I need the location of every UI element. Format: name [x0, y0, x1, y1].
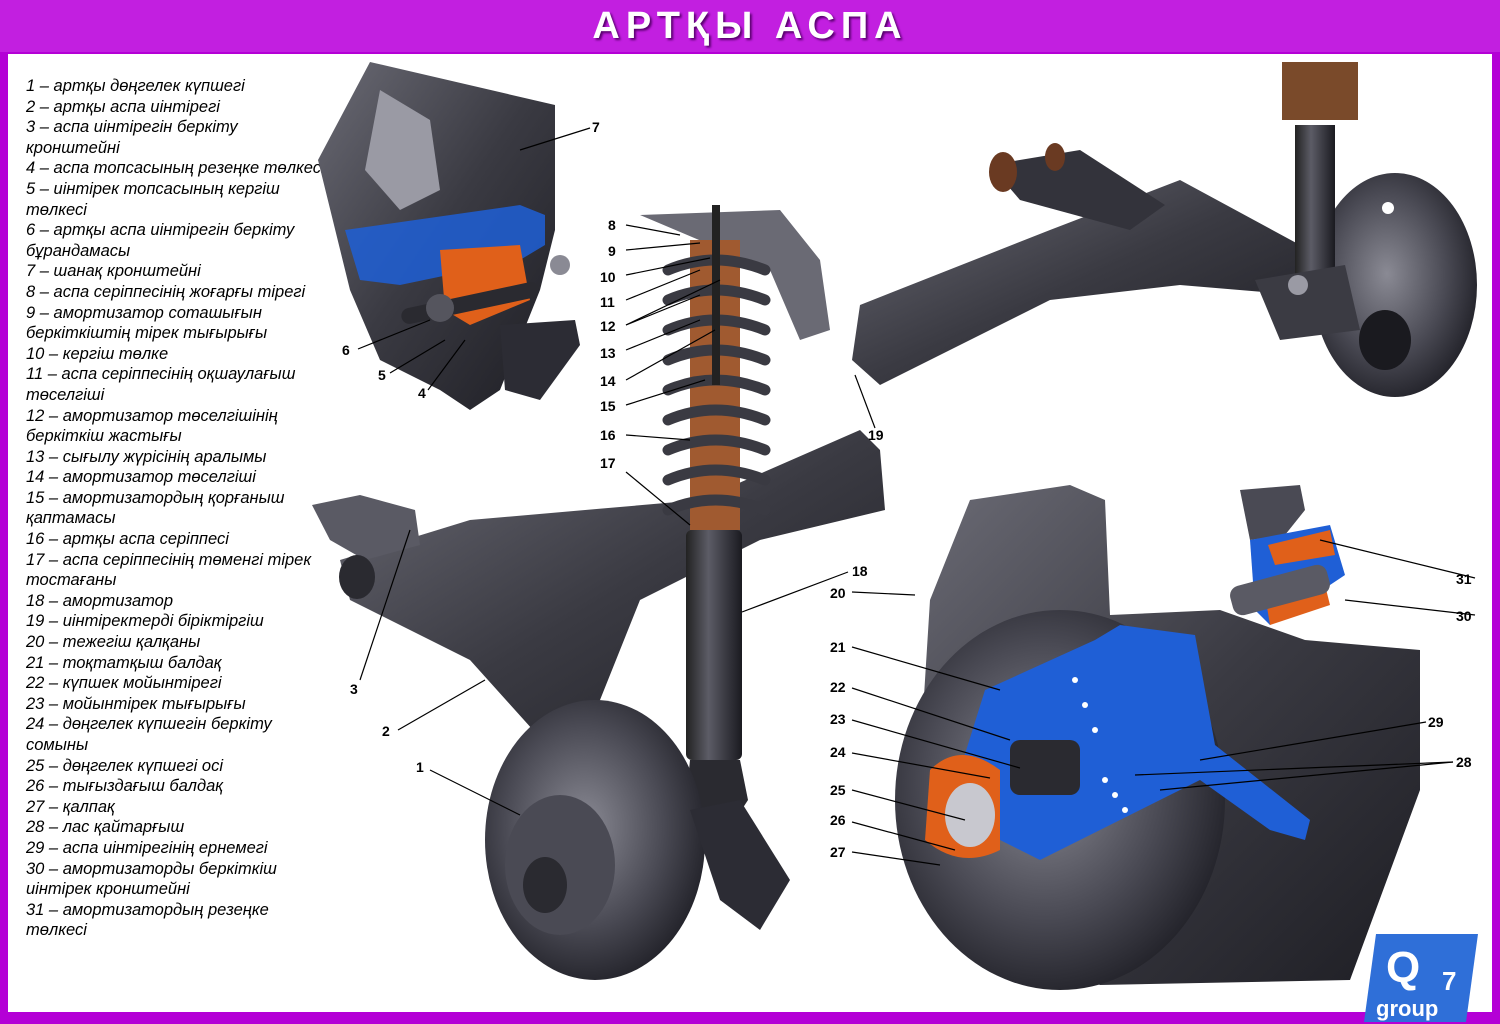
- callout-22: 22: [830, 679, 846, 695]
- callout-9: 9: [608, 243, 616, 259]
- legend-item-8: 8 – аспа серіппесінің жоғарғы тірегі: [26, 282, 306, 301]
- bracket-detail-inset: [318, 62, 580, 410]
- callout-14: 14: [600, 373, 616, 389]
- logo-group: group: [1376, 996, 1438, 1021]
- callout-6: 6: [342, 342, 350, 358]
- main-suspension-assembly: [312, 205, 885, 980]
- suspension-illustration: 7 6 5 4 8 9 10 11 12 13 14 15 16 17 18 1…: [312, 62, 1477, 990]
- callout-29: 29: [1428, 714, 1444, 730]
- title-bar: АРТҚЫ АСПА: [0, 0, 1500, 52]
- callout-23: 23: [830, 711, 846, 727]
- callout-21: 21: [830, 639, 846, 655]
- legend-item-19: 19 – иінтіректерді біріктіргіш: [26, 612, 264, 631]
- logo-7: 7: [1442, 966, 1456, 996]
- legend-item-4: 4 – аспа топсасының резеңке төлкесі: [26, 159, 325, 178]
- legend-item-9: 9 – амортизатор соташығын беркіткіштің т…: [26, 303, 268, 343]
- legend-item-26: 26 – тығыздағыш балдақ: [26, 777, 224, 796]
- legend-item-20: 20 – тежегіш қалқаны: [26, 633, 201, 652]
- page-title: АРТҚЫ АСПА: [592, 4, 908, 47]
- hub-cutaway-section: [895, 485, 1420, 990]
- legend-item-14: 14 – амортизатор төселгіші: [26, 468, 256, 487]
- legend-item-6: 6 – артқы аспа иінтірегін беркіту бұранд…: [26, 221, 295, 260]
- legend-item-24: 24 – дөңгелек күпшегін беркіту сомыны: [26, 715, 272, 754]
- callout-19: 19: [868, 427, 884, 443]
- legend-item-1: 1 – артқы дөңгелек күпшегі: [26, 77, 245, 95]
- legend-item-16: 16 – артқы аспа серіппесі: [26, 530, 229, 549]
- diagram-panel: 1 – артқы дөңгелек күпшегі 2 – артқы аспа…: [8, 54, 1492, 1022]
- legend-item-31: 31 – амортизатордың резеңке төлкесі: [26, 900, 269, 940]
- callout-16: 16: [600, 427, 616, 443]
- legend-item-22: 22 – күпшек мойынтірегі: [26, 674, 222, 693]
- callout-27: 27: [830, 844, 846, 860]
- callout-3: 3: [350, 681, 358, 697]
- callout-1: 1: [416, 759, 424, 775]
- callout-25: 25: [830, 782, 846, 798]
- callout-12: 12: [600, 318, 616, 334]
- callout-8: 8: [608, 217, 616, 233]
- legend-item-27: 27 – қалпақ: [26, 797, 115, 816]
- legend-item-10: 10 – кергіш төлке: [26, 344, 169, 363]
- legend-item-15: 15 – амортизатордың қорғаныш қаптамасы: [26, 488, 285, 528]
- callout-24: 24: [830, 744, 846, 760]
- callout-18: 18: [852, 563, 868, 579]
- legend-item-28: 28 – лас қайтарғыш: [26, 818, 185, 837]
- cross-beam-assembly: [852, 62, 1477, 397]
- legend-item-23: 23 – мойынтірек тығырығы: [26, 694, 246, 713]
- legend-item-13: 13 – сығылу жүрісінің аралымы: [26, 447, 267, 466]
- legend-item-11: 11 – аспа серіппесінің оқшаулағыш төселг…: [26, 365, 296, 404]
- callout-2: 2: [382, 723, 390, 739]
- legend-item-25: 25 – дөңгелек күпшегі осі: [26, 756, 223, 775]
- legend-item-2: 2 – артқы аспа иінтірегі: [26, 97, 220, 116]
- legend-item-17: 17 – аспа серіппесінің төменгі тірек тос…: [26, 550, 312, 590]
- callout-28: 28: [1456, 754, 1472, 770]
- callout-7: 7: [592, 119, 600, 135]
- callout-labels: 7 6 5 4 8 9 10 11 12 13 14 15 16 17 18 1…: [342, 119, 1472, 860]
- legend-item-7: 7 – шанақ кронштейні: [26, 262, 201, 281]
- callout-5: 5: [378, 367, 386, 383]
- legend-item-3: 3 – аспа иінтірегін беркіту кронштейні: [26, 118, 238, 157]
- leader-lines: [357, 127, 1476, 866]
- callout-13: 13: [600, 345, 616, 361]
- callout-31: 31: [1456, 571, 1472, 587]
- callout-10: 10: [600, 269, 616, 285]
- legend-item-29: 29 – аспа иінтірегінің ернемегі: [26, 838, 268, 857]
- legend-item-5: 5 – иінтірек топсасының кергіш төлкесі: [26, 179, 280, 219]
- callout-4: 4: [418, 385, 426, 401]
- legend-item-21: 21 – тоқтатқыш балдақ: [26, 653, 222, 672]
- legend-item-30: 30 – амортизаторды беркіткіш иінтірек кр…: [26, 859, 277, 899]
- callout-30: 30: [1456, 608, 1472, 624]
- callout-11: 11: [600, 294, 615, 310]
- logo-q: Q: [1386, 943, 1420, 992]
- q7-group-logo: Q 7 group: [1364, 934, 1478, 1022]
- callout-15: 15: [600, 398, 616, 414]
- legend-item-12: 12 – амортизатор төселгішінің беркіткіш …: [26, 406, 278, 446]
- callout-20: 20: [830, 585, 846, 601]
- legend-list: 1 – артқы дөңгелек күпшегі 2 – артқы аспа…: [26, 76, 326, 941]
- legend-item-18: 18 – амортизатор: [26, 591, 174, 610]
- callout-26: 26: [830, 812, 846, 828]
- callout-17: 17: [600, 455, 616, 471]
